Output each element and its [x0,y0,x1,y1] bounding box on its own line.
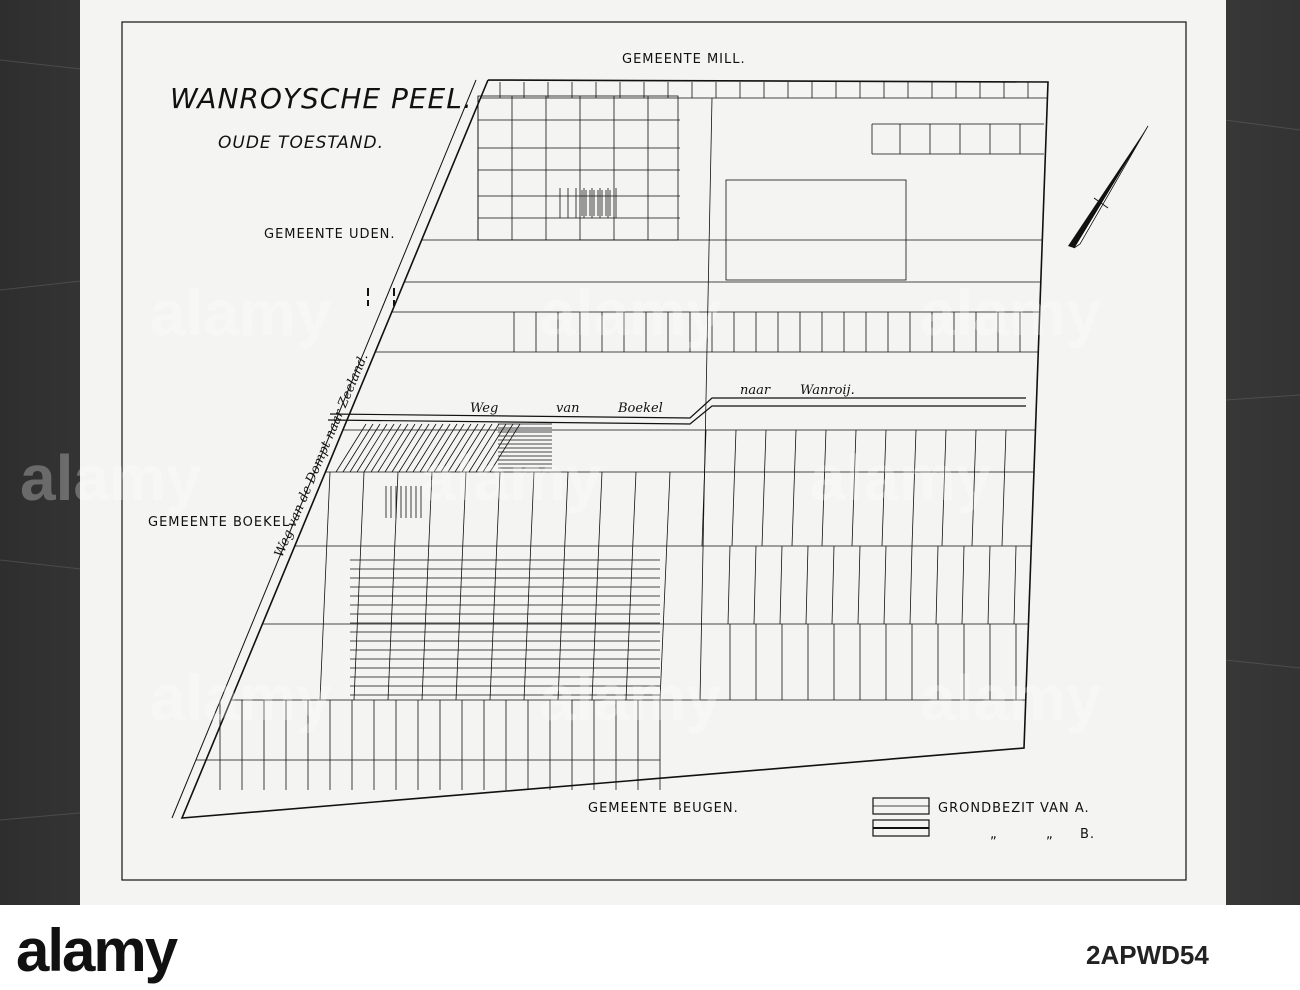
map-sheet: WANROYSCHE PEEL. OUDE TOESTAND. GEMEENTE… [20,0,1226,905]
parcel-grid [196,82,1048,790]
parcel-line [731,429,737,547]
parcel-line [935,545,939,625]
parcel-line [377,423,409,473]
parcel-line [363,423,395,473]
parcel-line [971,429,977,547]
watermark-text-2: alamy [540,277,722,349]
watermark-text-7: alamy [150,662,332,734]
legend-label-b: B. [1080,827,1095,842]
parcel-line [447,423,479,473]
parcel-line [370,423,402,473]
boundary-marker [367,288,395,306]
parcel-line [398,423,430,473]
parcel-line [753,545,757,625]
parcel-line [426,423,458,473]
label-gemeente-mill: GEMEENTE MILL. [622,52,746,67]
parcel-line [342,423,374,473]
north-arrow-icon [1068,125,1149,249]
label-gemeente-uden: GEMEENTE UDEN. [264,227,396,242]
parcel-line [1001,429,1007,547]
parcel-line [349,423,381,473]
parcel-line [987,545,991,625]
parcel-line [791,429,797,547]
road-label-van: van [556,401,579,416]
parcel-line [489,471,501,701]
parcel-line [405,423,437,473]
footer-brand-logo: alamy [16,917,178,984]
parcel-line [941,429,947,547]
parcel-line [440,423,472,473]
legend: GRONDBEZIT VAN A. „ „ B. [872,797,1095,842]
hatched-parcels [335,190,611,518]
watermark-text-3: alamy [920,277,1102,349]
parcel-line [335,423,367,473]
watermark-text-1: alamy [150,277,332,349]
parcel-line [419,423,451,473]
parcel-line [591,471,603,701]
parcel-line [659,471,671,701]
label-gemeente-beugen: GEMEENTE BEUGEN. [588,801,739,816]
parcel-line [625,471,637,701]
road-label-naar: naar [740,383,771,398]
road-label-boekel: Boekel [617,401,663,416]
parcel-line [412,423,444,473]
watermark-text-5: alamy [420,442,602,514]
parcel-line [831,545,835,625]
parcel-line [881,429,887,547]
watermark-text-4: alamy [20,442,202,514]
parcel-line [356,423,388,473]
legend-quote-2: „ [1046,827,1054,842]
parcel-line [421,471,433,701]
parcel [725,179,907,281]
parcel-line [391,423,423,473]
footer-strip [0,905,1300,990]
parcel-line [468,423,500,473]
map-title: WANROYSCHE PEEL. [170,82,473,115]
parcel-line [821,429,827,547]
parcel-line [857,545,861,625]
road-boekel-wanroij [327,397,1026,425]
watermark: alamy alamy alamy alamy alamy alamy alam… [20,277,1102,734]
legend-quote-1: „ [990,827,998,842]
map-frame [121,21,1187,881]
parcel-line [433,423,465,473]
parcel-line [761,429,767,547]
parcel-line [909,545,913,625]
legend-label-a: GRONDBEZIT VAN A. [938,801,1090,816]
road-label-wanroij: Wanroij. [800,383,855,398]
parcel-line [455,471,467,701]
map-subtitle: OUDE TOESTAND. [218,133,384,153]
parcel-line [353,471,365,701]
watermark-text-8: alamy [540,662,722,734]
parcel-line [557,471,569,701]
parcel-line [699,97,713,701]
parcel-line [779,545,783,625]
parcel-line [883,545,887,625]
parcel-line [911,429,917,547]
parcel-line [851,429,857,547]
footer-stock-id: 2APWD54 [1086,940,1209,970]
parcel-line [461,423,493,473]
parcel-line [805,545,809,625]
label-gemeente-boekel: GEMEENTE BOEKEL. [148,515,295,530]
parcel-line [523,471,535,701]
parcel-line [384,423,416,473]
parcel-line [961,545,965,625]
parcel-line [319,471,331,701]
parcel-line [1013,545,1017,625]
parcel-line [727,545,731,625]
parcel-boundary [171,79,1049,819]
watermark-text-9: alamy [920,662,1102,734]
road-label-weg: Weg [470,401,498,416]
parcel-line [701,429,707,547]
watermark-text-6: alamy [810,442,992,514]
parcel-line [454,423,486,473]
